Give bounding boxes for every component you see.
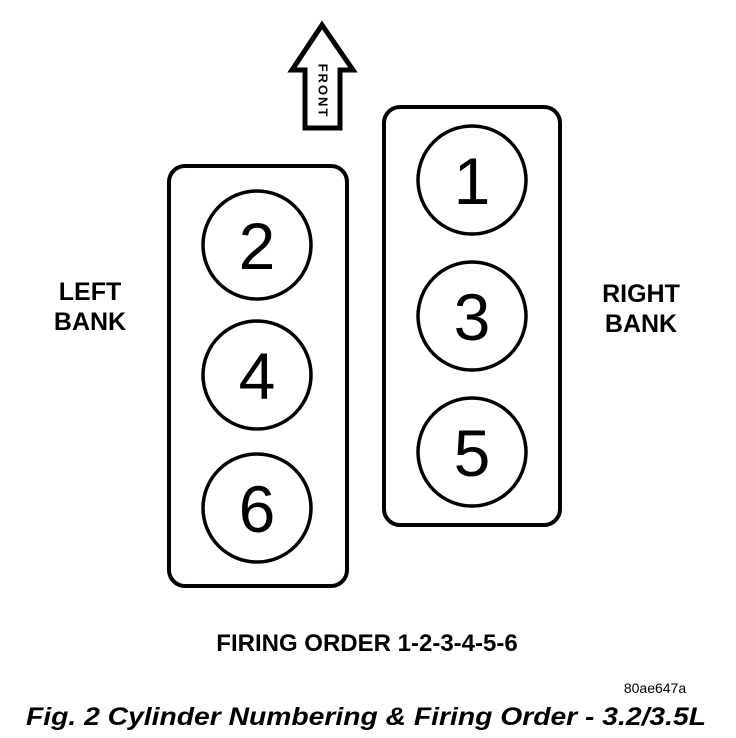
cylinder-number: 4 (239, 339, 276, 413)
cylinder-number: 2 (239, 209, 276, 283)
right-bank-label: RIGHT BANK (602, 280, 680, 338)
up-arrow-icon (287, 20, 358, 131)
left-bank-outline (167, 164, 349, 588)
cylinder-circle (416, 124, 528, 236)
right-bank-outline (382, 105, 562, 527)
cylinder-2: 2 (201, 189, 313, 301)
cylinder-circle (416, 396, 528, 508)
left-bank-label-line2: BANK (54, 308, 126, 336)
cylinder-1: 1 (416, 124, 528, 236)
firing-order: FIRING ORDER 1-2-3-4-5-6 (216, 630, 517, 657)
cylinder-3: 3 (416, 260, 528, 372)
cylinder-6: 6 (201, 452, 313, 564)
cylinder-circle (201, 319, 313, 431)
cylinder-4: 4 (201, 319, 313, 431)
cylinder-number: 6 (239, 472, 276, 546)
left-bank-label: LEFT BANK (54, 278, 126, 336)
cylinder-number: 5 (454, 416, 491, 490)
front-label: FRONT (316, 64, 331, 119)
right-bank-label-line1: RIGHT (602, 280, 680, 308)
cylinder-number: 3 (454, 280, 491, 354)
left-bank-label-line1: LEFT (59, 278, 122, 306)
figure-caption: Fig. 2 Cylinder Numbering & Firing Order… (26, 703, 706, 731)
cylinder-number: 1 (454, 144, 491, 218)
cylinder-circle (416, 260, 528, 372)
image-code: 80ae647a (624, 680, 687, 696)
cylinder-circle (201, 189, 313, 301)
cylinder-circle (201, 452, 313, 564)
front-arrow: FRONT (287, 20, 358, 131)
cylinder-5: 5 (416, 396, 528, 508)
right-bank: 1 3 5 (382, 105, 562, 527)
left-bank: 2 4 6 (167, 164, 349, 588)
right-bank-label-line2: BANK (605, 310, 677, 338)
